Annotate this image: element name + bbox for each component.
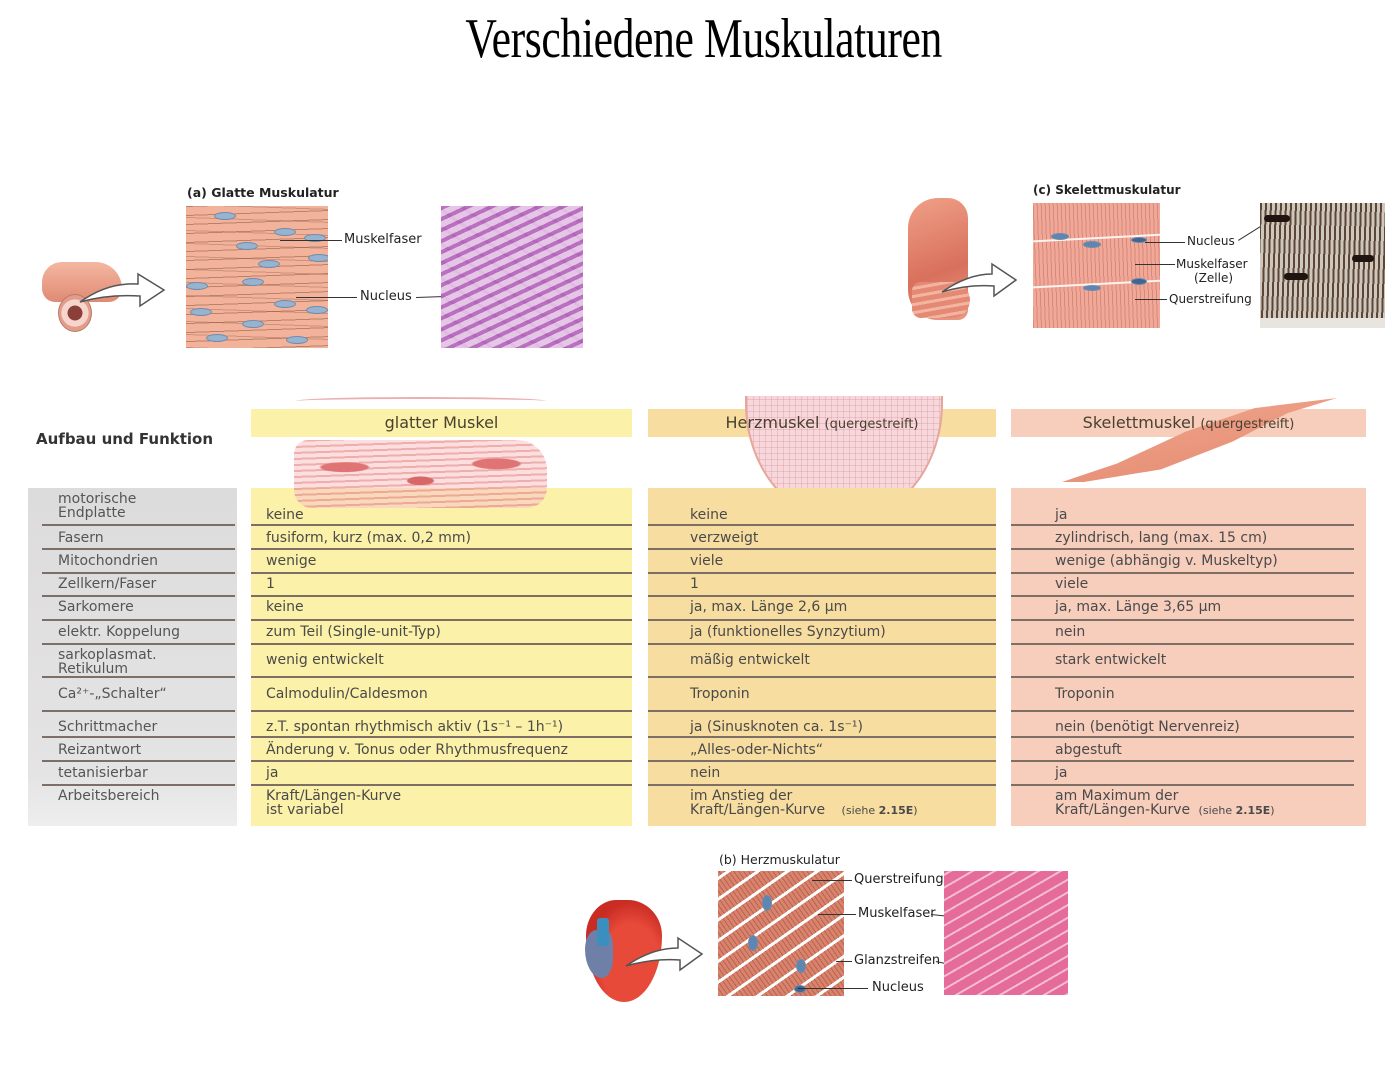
smooth-muscle-micrograph	[441, 206, 583, 348]
callout-nucleus: Nucleus	[1187, 234, 1235, 248]
skeletal-muscle-micrograph	[1260, 203, 1385, 328]
column-header-smooth: glatter Muskel	[384, 413, 499, 432]
column-header-skeletal: Skelettmuskel (quergestreift)	[1082, 413, 1295, 432]
callout-nucleus: Nucleus	[360, 289, 412, 304]
callout-muskelfaser: Muskelfaser	[858, 906, 936, 921]
skeletal-figure-label: (c) Skelettmuskulatur	[1033, 183, 1181, 197]
smooth-muscle-header-illustration-top	[296, 397, 546, 405]
column-smooth: keine fusiform, kurz (max. 0,2 mm) wenig…	[251, 488, 632, 826]
smooth-muscle-header-illustration	[294, 440, 547, 508]
heart-aorta-illustration	[597, 918, 609, 946]
zoom-arrow-icon	[79, 272, 166, 308]
title-area: Verschiedene Muskulaturen	[0, 0, 1397, 80]
callout-muskelfaser: Muskelfaser	[344, 232, 422, 247]
callout-zelle: (Zelle)	[1194, 271, 1234, 285]
cardiac-figure-label: (b) Herzmuskulatur	[719, 852, 840, 867]
column-header-bg-smooth	[251, 409, 632, 437]
zoom-arrow-icon	[625, 936, 704, 972]
column-heart: keine verzweigt viele 1 ja, max. Länge 2…	[648, 488, 996, 826]
table-section-title: Aufbau und Funktion	[36, 430, 214, 448]
column-header-heart: Herzmuskel (quergestreift)	[725, 413, 919, 432]
cardiac-muscle-illustration	[718, 871, 844, 996]
callout-muskelfaser: Muskelfaser	[1176, 257, 1248, 271]
smooth-muscle-illustration	[186, 206, 328, 348]
callout-querstreifung: Querstreifung	[1169, 292, 1252, 306]
skeletal-muscle-illustration	[1033, 203, 1160, 328]
page-title: Verschiedene Muskulaturen	[465, 8, 942, 70]
column-skeletal: ja zylindrisch, lang (max. 15 cm) wenige…	[1011, 488, 1366, 826]
smooth-figure-label: (a) Glatte Muskulatur	[187, 185, 339, 200]
callout-glanzstreifen: Glanzstreifen	[854, 953, 941, 968]
callout-nucleus: Nucleus	[872, 980, 924, 995]
callout-querstreifung: Querstreifung	[854, 872, 944, 887]
cardiac-muscle-micrograph	[944, 871, 1068, 995]
zoom-arrow-icon	[941, 262, 1018, 298]
